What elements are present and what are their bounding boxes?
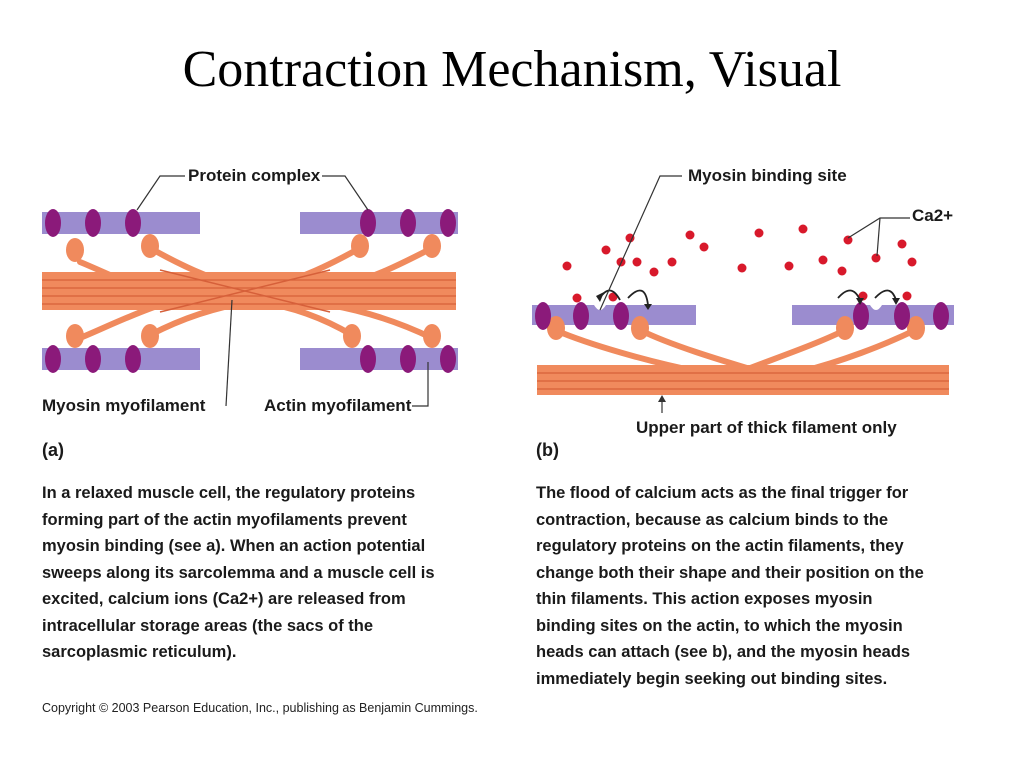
leader-lines-a (136, 175, 429, 407)
caption-line: thin filaments. This action exposes myos… (536, 590, 873, 608)
caption-line: In a relaxed muscle cell, the regulatory… (42, 484, 416, 502)
myosin-crossing-arms (159, 269, 331, 313)
thick-filament-label: Upper part of thick filament only (636, 418, 897, 437)
caption-line: binding sites on the actin, to which the… (536, 616, 903, 635)
myosin-myofilament-label: Myosin myofilament (42, 396, 206, 415)
actin-filament (42, 212, 200, 234)
slide-title: Contraction Mechanism, Visual (182, 41, 842, 98)
actin-filament (300, 212, 458, 234)
binding-arrows (599, 289, 897, 306)
caption-line: intracellular storage areas (the sacs of… (42, 616, 374, 635)
protein-complexes-b (535, 302, 949, 330)
actin-filament (300, 348, 458, 370)
panel-b-caption: The flood of calcium acts as the final t… (536, 480, 996, 692)
protein-complex-label: Protein complex (188, 166, 321, 185)
panel-b-diagram (532, 175, 954, 413)
arrow-head (658, 395, 666, 402)
thick-filament-lines-b (537, 372, 949, 390)
caption-line: excited, calcium ions (Ca2+) are release… (42, 590, 406, 608)
caption-line: regulatory proteins on the actin filamen… (536, 537, 904, 555)
actin-filament (42, 348, 200, 370)
caption-line: myosin binding (see a). When an action p… (42, 537, 426, 555)
binding-sites (594, 305, 882, 310)
caption-line: contraction, because as calcium binds to… (536, 510, 889, 529)
myosin-heads (66, 234, 441, 348)
caption-line: The flood of calcium acts as the final t… (536, 484, 909, 502)
caption-line: forming part of the actin myofilaments p… (42, 510, 407, 529)
calcium-label: Ca2+ (912, 206, 954, 225)
panel-a-label: (a) (42, 440, 64, 460)
caption-line: change both their shape and their positi… (536, 563, 924, 582)
panel-a-diagram (42, 175, 458, 407)
panel-a-caption: In a relaxed muscle cell, the regulatory… (42, 480, 492, 666)
myosin-thick-filament (537, 365, 949, 395)
myosin-heads-b (547, 316, 925, 340)
calcium-ions (562, 224, 917, 303)
caption-line: sweeps along its sarcolemma and a muscle… (42, 563, 435, 582)
protein-complexes (45, 209, 456, 373)
actin-myofilament-label: Actin myofilament (264, 396, 412, 415)
thick-filament-lines (42, 279, 456, 305)
caption-line: immediately begin seeking out binding si… (536, 669, 888, 688)
myosin-binding-site-label: Myosin binding site (688, 166, 847, 185)
arrow-heads (596, 292, 900, 310)
panel-b-label: (b) (536, 440, 559, 460)
caption-line: sarcoplasmic reticulum). (42, 643, 237, 661)
caption-line: heads can attach (see b), and the myosin… (536, 643, 911, 661)
copyright-notice: Copyright © 2003 Pearson Education, Inc.… (42, 701, 478, 715)
